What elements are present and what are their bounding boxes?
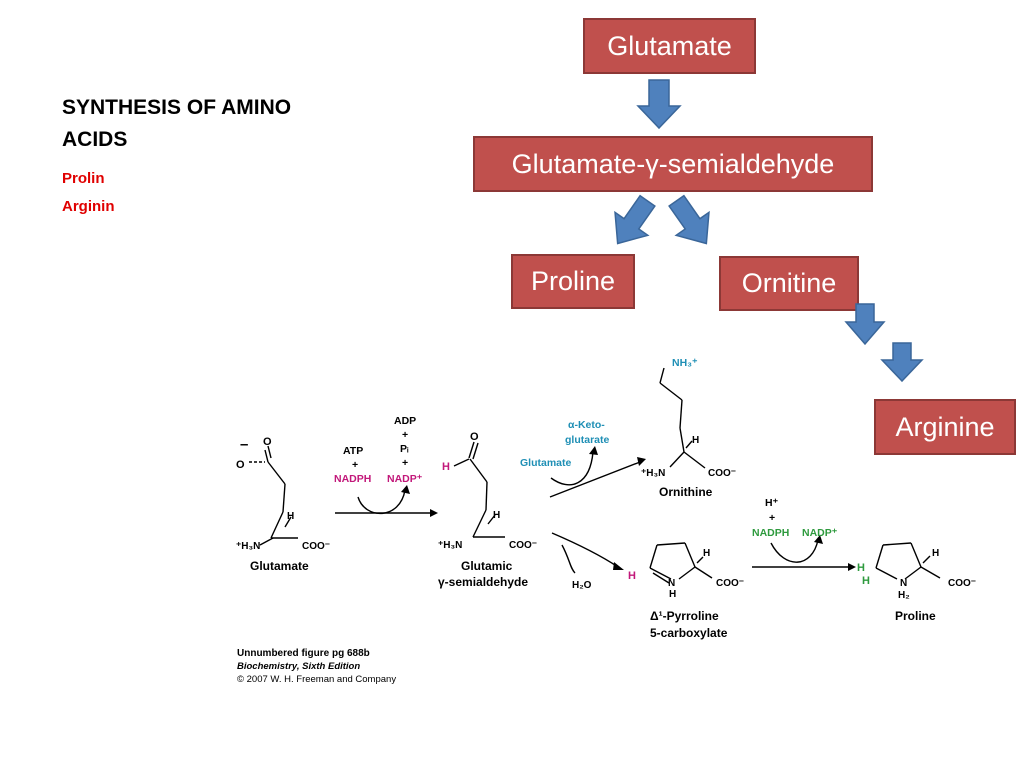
plus-1: + <box>352 459 358 471</box>
nadph-label-1: NADPH <box>334 473 371 485</box>
semialdehyde-coo: COO⁻ <box>509 540 537 551</box>
proline-h-green-1: H <box>857 562 865 574</box>
proline-coo: COO⁻ <box>948 578 976 589</box>
glutamate-o-left: O <box>236 459 245 471</box>
keto-label-1: α-Keto- <box>568 419 605 431</box>
atp-label: ATP <box>343 445 363 457</box>
subtitle-prolin: Prolin <box>62 170 105 187</box>
box-proline: Proline <box>511 254 635 309</box>
arrow-down-right <box>668 194 710 245</box>
semialdehyde-name-1: Glutamic <box>461 559 513 573</box>
nadp-label-2: NADP⁺ <box>802 527 838 539</box>
pi-label: Pᵢ <box>400 443 409 455</box>
semialdehyde-h: H <box>442 461 450 473</box>
p5c-h-bottom: H <box>669 589 676 600</box>
p5c-n: N <box>668 578 675 589</box>
caption-line2: Biochemistry, Sixth Edition <box>237 661 361 672</box>
p5c-name-1: Δ¹-Pyrroline <box>650 609 719 623</box>
hplus-label: H⁺ <box>765 497 779 509</box>
nadph-label-2: NADPH <box>752 527 789 539</box>
caption-line1: Unnumbered figure pg 688b <box>237 648 370 659</box>
caption-line3: © 2007 W. H. Freeman and Company <box>237 674 397 685</box>
slide-title-line1: SYNTHESIS OF AMINO <box>62 96 292 119</box>
box-glutamate: Glutamate <box>583 18 756 74</box>
box-ornitine: Ornitine <box>719 256 859 311</box>
glutamate-name: Glutamate <box>250 559 309 573</box>
subtitle-arginin: Arginin <box>62 198 115 215</box>
plus-2: + <box>402 429 408 441</box>
glutamate-h: H <box>287 511 294 522</box>
arrow-down-2 <box>844 303 886 346</box>
proline-h-green-2: H <box>862 575 870 587</box>
ornithine-name: Ornithine <box>659 485 713 499</box>
semialdehyde-h3n: ⁺H₃N <box>438 540 462 551</box>
plus-3: + <box>402 457 408 469</box>
proline-n: N <box>900 578 907 589</box>
arrow-down-1 <box>636 79 682 130</box>
keto-label-2: glutarate <box>565 434 610 446</box>
glutamate-o-top: O <box>263 436 272 448</box>
arrow-down-left <box>614 194 656 245</box>
ornithine-h3n: ⁺H₃N <box>641 468 665 479</box>
adp-label: ADP <box>394 415 416 427</box>
box-glutamate-semialdehyde: Glutamate-γ-semialdehyde <box>473 136 873 192</box>
ornithine-h: H <box>692 435 699 446</box>
h2o-label: H₂O <box>572 580 592 591</box>
semialdehyde-o: O <box>470 431 479 443</box>
arrow-down-3 <box>880 342 924 383</box>
ornithine-nh3: NH₃⁺ <box>672 357 698 369</box>
glutamate-h3n: ⁺H₃N <box>236 541 260 552</box>
p5c-name-2: 5-carboxylate <box>650 626 728 640</box>
proline-h-top: H <box>932 548 939 559</box>
nadp-label-1: NADP⁺ <box>387 473 423 485</box>
glutamate-small-label: Glutamate <box>520 457 572 469</box>
box-arginine: Arginine <box>874 399 1016 455</box>
glutamate-coo: COO⁻ <box>302 541 330 552</box>
proline-h2: H₂ <box>898 590 910 601</box>
semialdehyde-h2: H <box>493 510 500 521</box>
plus-4: + <box>769 512 775 524</box>
glutamate-minus: – <box>240 436 248 453</box>
p5c-h-magenta: H <box>628 570 636 582</box>
p5c-h-top: H <box>703 548 710 559</box>
p5c-coo: COO⁻ <box>716 578 744 589</box>
ornithine-coo: COO⁻ <box>708 468 736 479</box>
slide-title: SYNTHESIS OF AMINO ACIDS <box>62 92 362 156</box>
slide-title-line2: ACIDS <box>62 128 128 151</box>
proline-name: Proline <box>895 609 936 623</box>
semialdehyde-name-2: γ-semialdehyde <box>438 575 528 589</box>
